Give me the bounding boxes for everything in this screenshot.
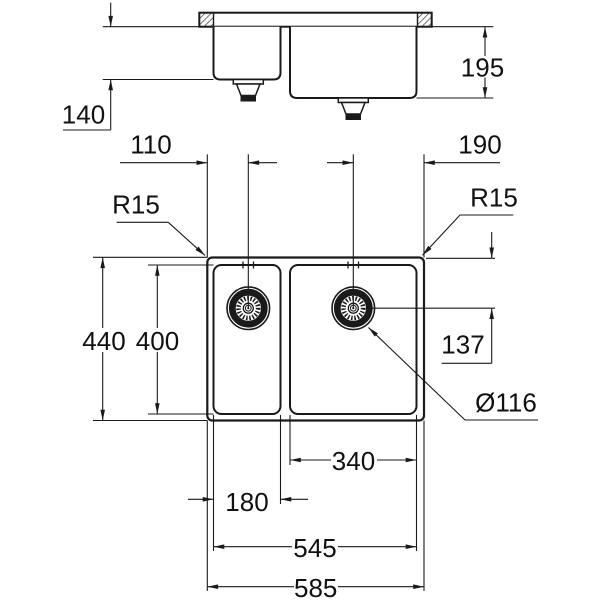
dim-440: 440 (82, 256, 208, 422)
dim-195: 195 (461, 26, 504, 98)
dim-110: 110 (120, 129, 277, 258)
large-bowl-drain-section (337, 97, 370, 120)
dim-label-440: 440 (82, 326, 125, 356)
dim-label-r15-right: R15 (470, 183, 518, 213)
dim-label-400: 400 (136, 326, 179, 356)
dim-label-diameter: Ø116 (475, 388, 537, 418)
dimensions: 140 195 110 190 R15 R15 (62, 2, 538, 600)
elevation-view (102, 11, 494, 120)
dim-400: 400 (136, 264, 214, 415)
dim-r15-left: R15 (112, 189, 206, 256)
dim-label-585: 585 (294, 573, 337, 600)
small-bowl-section (212, 26, 282, 81)
dim-140: 140 (62, 2, 113, 131)
dim-label-r15-left: R15 (112, 189, 160, 219)
countertop-section (198, 11, 433, 28)
dim-drain-diameter: Ø116 (368, 327, 538, 421)
dim-545: 545 (212, 415, 418, 563)
dim-label-340: 340 (332, 446, 375, 476)
dim-label-110: 110 (130, 129, 171, 159)
dim-label-140: 140 (62, 99, 105, 129)
small-bowl-drain-section (232, 78, 265, 102)
plan-view (206, 154, 426, 422)
dim-190: 190 (327, 129, 502, 258)
dim-137: 137 (371, 232, 495, 364)
dim-label-190: 190 (458, 129, 501, 159)
countertop-hatch-right (416, 11, 433, 28)
dim-label-195: 195 (461, 53, 504, 83)
countertop-hatch-left (198, 11, 215, 28)
dim-r15-right: R15 (422, 183, 518, 256)
large-bowl-section (289, 26, 418, 99)
dim-340: 340 (289, 415, 417, 476)
dim-label-180: 180 (225, 487, 268, 517)
dim-label-137: 137 (441, 329, 484, 359)
dim-label-545: 545 (293, 533, 336, 563)
dim-180: 180 (188, 415, 308, 517)
dim-585: 585 (206, 420, 425, 600)
